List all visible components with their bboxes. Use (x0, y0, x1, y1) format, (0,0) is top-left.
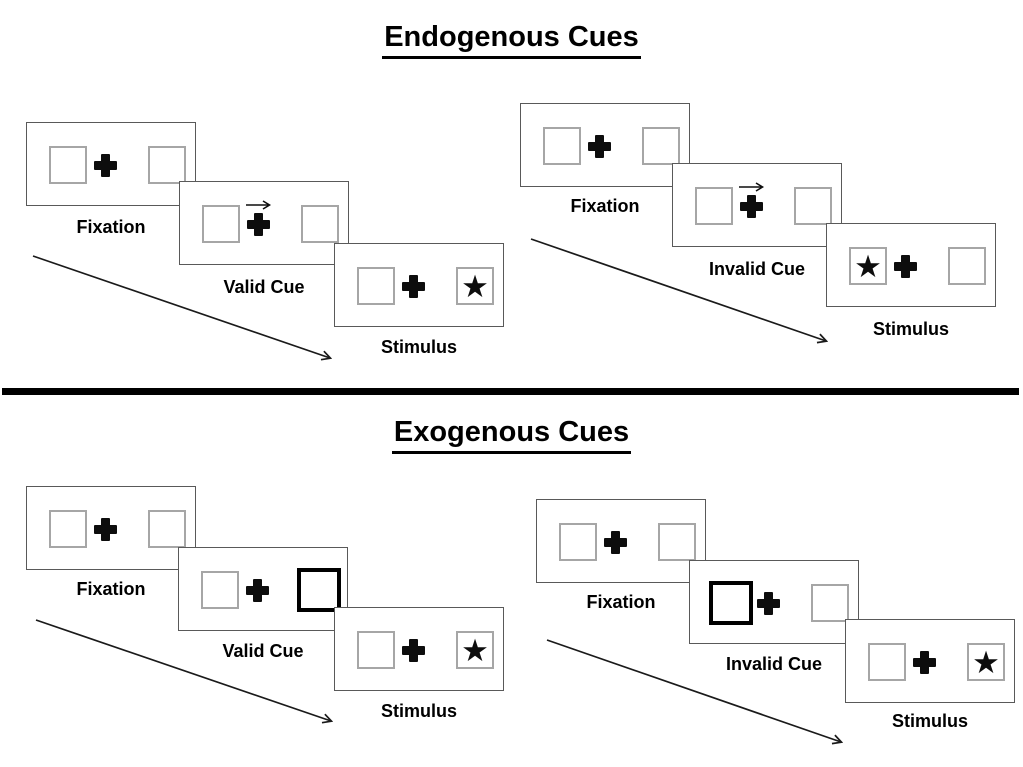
fixation-cross-icon (94, 154, 117, 177)
label-endogenous-valid-cue: Valid Cue (223, 277, 305, 297)
fixation-cross-icon (757, 592, 780, 615)
screen-exogenous-valid-cue (178, 547, 348, 631)
screen-endogenous-invalid-stimulus: ★ (826, 223, 996, 307)
label-exogenous-valid-fixation: Fixation (76, 579, 146, 599)
label-endogenous-valid-fixation: Fixation (76, 217, 146, 237)
label-exogenous-valid-stimulus: Stimulus (380, 701, 457, 721)
left-box (559, 523, 597, 561)
target-star-left: ★ (849, 247, 887, 285)
fixation-cross-icon (246, 200, 272, 236)
left-box (357, 267, 395, 305)
left-box (49, 146, 87, 184)
screen-exogenous-invalid-fixation (536, 499, 706, 583)
label-exogenous-valid-cue: Valid Cue (222, 641, 304, 661)
label-endogenous-invalid-fixation: Fixation (570, 196, 640, 216)
right-box (301, 205, 339, 243)
target-star-right: ★ (967, 643, 1005, 681)
right-box (148, 510, 186, 548)
left-box (201, 571, 239, 609)
left-box (543, 127, 581, 165)
right-box (811, 584, 849, 622)
section-title-endogenous-text: Endogenous Cues (382, 21, 641, 60)
section-divider (2, 388, 1019, 395)
time-arrow-endogenous-valid (32, 255, 330, 358)
fixation-cross-icon (913, 651, 936, 674)
label-exogenous-invalid-fixation: Fixation (586, 592, 656, 612)
section-title-exogenous: Exogenous Cues (0, 416, 1023, 455)
section-title-endogenous: Endogenous Cues (0, 21, 1023, 60)
left-box (49, 510, 87, 548)
label-exogenous-invalid-stimulus: Stimulus (891, 711, 968, 731)
right-box (148, 146, 186, 184)
cue-thick-box-right (297, 568, 341, 612)
cue-right-arrow-icon (246, 200, 272, 210)
fixation-cross-icon (402, 639, 425, 662)
screen-endogenous-valid-cue (179, 181, 349, 265)
right-box (794, 187, 832, 225)
label-endogenous-valid-stimulus: Stimulus (380, 337, 457, 357)
screen-exogenous-invalid-stimulus: ★ (845, 619, 1015, 703)
left-box (695, 187, 733, 225)
fixation-cross-icon (94, 518, 117, 541)
screen-exogenous-valid-fixation (26, 486, 196, 570)
fixation-cross-icon (739, 182, 765, 218)
right-box (948, 247, 986, 285)
fixation-cross-icon (402, 275, 425, 298)
label-exogenous-invalid-cue: Invalid Cue (725, 654, 823, 674)
target-star-right: ★ (456, 267, 494, 305)
left-box (868, 643, 906, 681)
right-box (642, 127, 680, 165)
label-endogenous-invalid-cue: Invalid Cue (708, 259, 806, 279)
section-title-exogenous-text: Exogenous Cues (391, 416, 632, 455)
fixation-cross-icon (894, 255, 917, 278)
fixation-cross-icon (246, 579, 269, 602)
label-endogenous-invalid-stimulus: Stimulus (872, 319, 949, 339)
target-star-right: ★ (456, 631, 494, 669)
time-arrow-endogenous-invalid (530, 238, 826, 341)
fixation-cross-icon (588, 135, 611, 158)
left-box (357, 631, 395, 669)
screen-endogenous-valid-fixation (26, 122, 196, 206)
fixation-cross-icon (604, 531, 627, 554)
screen-endogenous-invalid-cue (672, 163, 842, 247)
screen-exogenous-valid-stimulus: ★ (334, 607, 504, 691)
screen-exogenous-invalid-cue (689, 560, 859, 644)
screen-endogenous-valid-stimulus: ★ (334, 243, 504, 327)
left-box (202, 205, 240, 243)
cue-right-arrow-icon (739, 182, 765, 192)
screen-endogenous-invalid-fixation (520, 103, 690, 187)
right-box (658, 523, 696, 561)
cue-thick-box-left (709, 581, 753, 625)
time-arrow-exogenous-valid (35, 619, 331, 721)
